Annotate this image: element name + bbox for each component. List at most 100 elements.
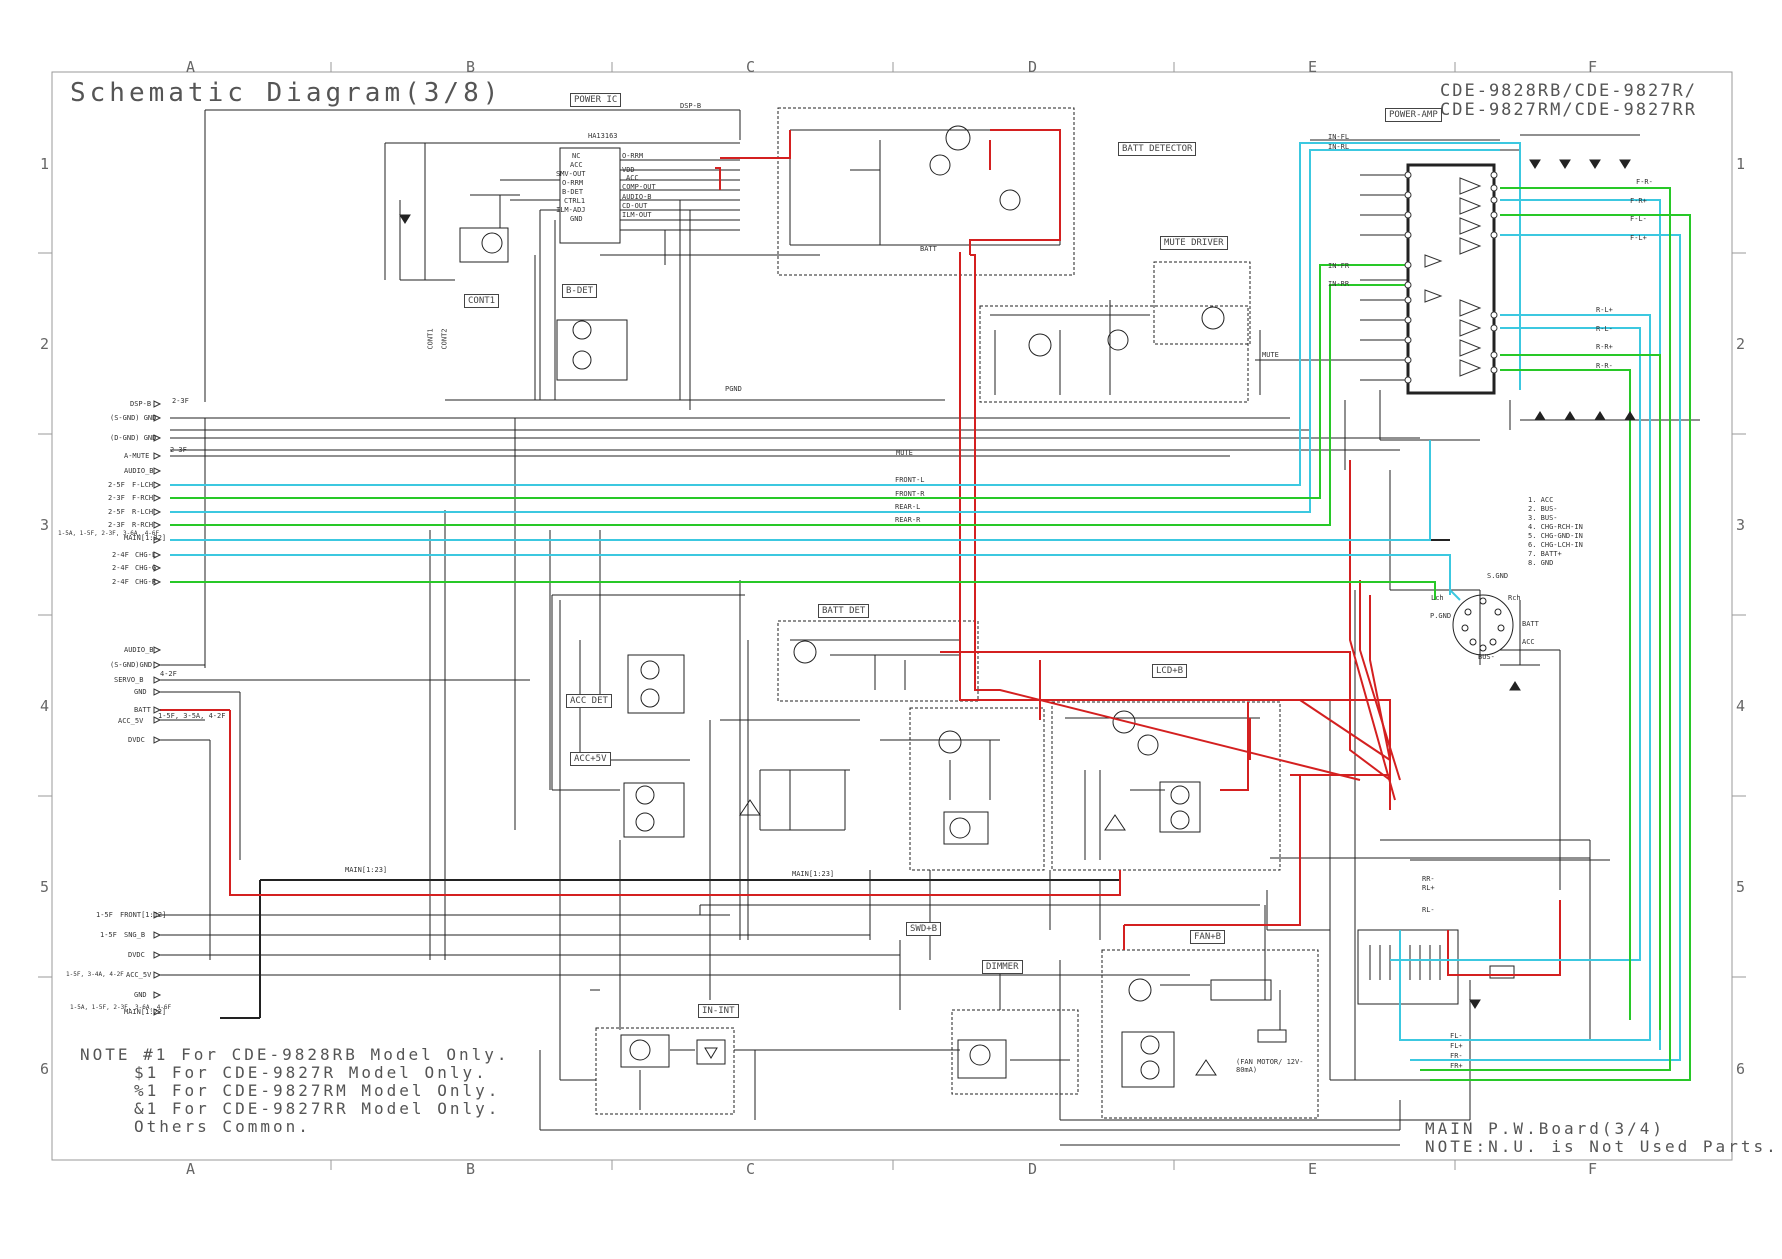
bus-fr-minus: FR- bbox=[1450, 1052, 1463, 1060]
connector-pin-legend: 1. ACC 2. BUS- 3. BUS- 4. CHG-RCH-IN 5. … bbox=[1528, 496, 1583, 568]
pin-legend-5: 5. CHG-GND-IN bbox=[1528, 532, 1583, 540]
conn-batt: BATT bbox=[134, 706, 151, 714]
conn-front-ref: 1-5F bbox=[96, 911, 113, 919]
fan-motor-label: (FAN MOTOR/ 12V-80mA) bbox=[1236, 1058, 1304, 1074]
ic-pin-ilm-adj: ILM-ADJ bbox=[556, 206, 586, 214]
conn-r-rch-ref: 2-3F bbox=[108, 521, 125, 529]
net-in-rr: IN-RR bbox=[1328, 280, 1350, 288]
net-rear-r: REAR-R bbox=[895, 516, 921, 524]
row-label-5: 5 bbox=[40, 878, 50, 896]
amp-out-rl-plus: R-L+ bbox=[1596, 306, 1613, 314]
net-p-gnd: P.GND bbox=[1430, 612, 1452, 620]
bus-fr-plus: FR+ bbox=[1450, 1062, 1463, 1070]
amp-out-fr-plus: F-R+ bbox=[1630, 197, 1647, 205]
pin-legend-7: 7. BATT+ bbox=[1528, 550, 1562, 558]
block-cont1: CONT1 bbox=[464, 294, 500, 308]
net-batt-conn: BATT bbox=[1522, 620, 1539, 628]
net-dsp-b: DSP-B bbox=[680, 102, 702, 110]
net-bus-minus: BUS- bbox=[1478, 653, 1495, 661]
conn-d-gnd: (D-GND) GND bbox=[110, 434, 157, 442]
net-main-right: MAIN[1:23] bbox=[792, 870, 835, 878]
row-label-4: 4 bbox=[40, 697, 50, 715]
conn-dvdc-2: DVDC bbox=[128, 951, 145, 959]
conn-s-gnd-2: (S-GND)GND bbox=[110, 661, 153, 669]
conn-main-2: MAIN[1:22] bbox=[124, 1008, 167, 1016]
conn-audio-b: AUDIO_B bbox=[124, 467, 154, 475]
bus-fl-plus: FL+ bbox=[1450, 1042, 1463, 1050]
note-line-5: Others Common. bbox=[134, 1117, 311, 1136]
net-main-left: MAIN[1:23] bbox=[345, 866, 388, 874]
net-pgnd: PGND bbox=[725, 385, 742, 393]
bus-rr-minus: RR- bbox=[1422, 875, 1435, 883]
ic-pin-o-rrm-2: O-RRM bbox=[622, 152, 644, 160]
net-s-gnd: S.GND bbox=[1487, 572, 1509, 580]
row-label-3: 3 bbox=[40, 516, 50, 534]
col-label-d-bottom: D bbox=[1028, 1160, 1038, 1178]
ic-pin-gnd: GND bbox=[570, 215, 583, 223]
net-cont1: CONT1 bbox=[426, 328, 435, 350]
block-acc-det: ACC DET bbox=[566, 694, 612, 708]
amp-out-fl-minus: F-L- bbox=[1630, 215, 1647, 223]
conn-acc-5v: ACC_5V bbox=[118, 717, 144, 725]
conn-a-mute: A-MUTE bbox=[124, 452, 150, 460]
block-acc-5v: ACC+5V bbox=[570, 752, 611, 766]
pin-legend-2: 2. BUS- bbox=[1528, 505, 1558, 513]
conn-gnd: GND bbox=[134, 688, 147, 696]
conn-dsp-b: DSP-B bbox=[130, 400, 152, 408]
left-connector-marks bbox=[153, 400, 162, 1016]
conn-f-lch-ref: 2-5F bbox=[108, 481, 125, 489]
conn-dsp-b-ref: 2-3F bbox=[172, 397, 189, 405]
model-note: NOTE #1 For CDE-9828RB Model Only. $1 Fo… bbox=[80, 1046, 510, 1136]
conn-main: MAIN[1:22] bbox=[124, 534, 167, 542]
col-label-f-bottom: F bbox=[1588, 1160, 1598, 1178]
row-label-6: 6 bbox=[40, 1060, 50, 1078]
conn-servo-b: SERVO_B bbox=[114, 676, 144, 684]
ic-pin-vdd: VDD bbox=[622, 166, 635, 174]
bus-rl-minus: RL- bbox=[1422, 906, 1435, 914]
block-batt-detector: BATT DETECTOR bbox=[1118, 142, 1197, 156]
ic-pin-audio-b: AUDIO-B bbox=[622, 193, 652, 201]
conn-chg-r-ref: 2-4F bbox=[112, 578, 129, 586]
conn-chg-g-ref: 2-4F bbox=[112, 564, 129, 572]
col-label-f: F bbox=[1588, 58, 1598, 76]
amp-out-rr-minus: R-R- bbox=[1596, 362, 1613, 370]
conn-f-rch-ref: 2-3F bbox=[108, 494, 125, 502]
conn-front: FRONT[1:12] bbox=[120, 911, 167, 919]
note-line-4: &1 For CDE-9827RR Model Only. bbox=[134, 1099, 501, 1118]
conn-a-mute-ref: 2-3F bbox=[170, 446, 187, 454]
ic-pin-nc: NC bbox=[572, 152, 581, 160]
grid-ticks bbox=[38, 62, 1746, 1170]
col-label-b-bottom: B bbox=[466, 1160, 476, 1178]
net-mute-driver-out: MUTE bbox=[1262, 351, 1279, 359]
conn-s-gnd: (S-GND) GND bbox=[110, 414, 157, 422]
col-label-a: A bbox=[186, 58, 196, 76]
conn-chg-r: CHG-R bbox=[135, 578, 157, 586]
ic-pin-o-rrm: O-RRM bbox=[562, 179, 584, 187]
black-wiring bbox=[160, 107, 1700, 1146]
ic-pin-b-det: B-DET bbox=[562, 188, 584, 196]
note-line-2: $1 For CDE-9827R Model Only. bbox=[134, 1063, 488, 1082]
row-label-3-right: 3 bbox=[1736, 516, 1746, 534]
net-in-fl: IN-FL bbox=[1328, 133, 1350, 141]
model-line-1: CDE-9828RB/CDE-9827R/ bbox=[1440, 81, 1697, 101]
row-label-5-right: 5 bbox=[1736, 878, 1746, 896]
conn-audio-b-2: AUDIO_B bbox=[124, 646, 154, 654]
net-rch: Rch bbox=[1508, 594, 1521, 602]
conn-main-ref: 1-5A, 1-5F, 2-3F, 3-6A, 4-6F bbox=[58, 530, 160, 537]
conn-main-2-ref: 1-5A, 1-5F, 2-3F, 3-6A, 4-6F bbox=[70, 1004, 172, 1011]
conn-servo-b-ref: 4-2F bbox=[160, 670, 177, 678]
pin-legend-3: 3. BUS- bbox=[1528, 514, 1558, 522]
conn-acc-5v-2-ref: 1-5F, 3-4A, 4-2F bbox=[66, 971, 124, 978]
ic-pin-smv-out: SMV-OUT bbox=[556, 170, 586, 178]
net-cont2: CONT2 bbox=[440, 328, 449, 350]
amp-out-fr-minus: F-R- bbox=[1636, 178, 1653, 186]
net-front-l: FRONT-L bbox=[895, 476, 925, 484]
conn-r-lch: R-LCH bbox=[132, 508, 154, 516]
note-line-1: NOTE #1 For CDE-9828RB Model Only. bbox=[80, 1045, 510, 1064]
col-label-e: E bbox=[1308, 58, 1318, 76]
pin-legend-6: 6. CHG-LCH-IN bbox=[1528, 541, 1583, 549]
board-footer: MAIN P.W.Board(3/4) NOTE:N.U. is Not Use… bbox=[1425, 1120, 1779, 1156]
net-acc: ACC bbox=[1522, 638, 1535, 646]
conn-f-rch: F-RCH bbox=[132, 494, 154, 502]
